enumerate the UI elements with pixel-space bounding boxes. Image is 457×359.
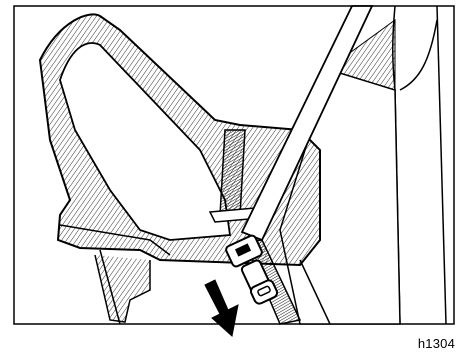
figure-code: h1304 bbox=[418, 336, 455, 351]
